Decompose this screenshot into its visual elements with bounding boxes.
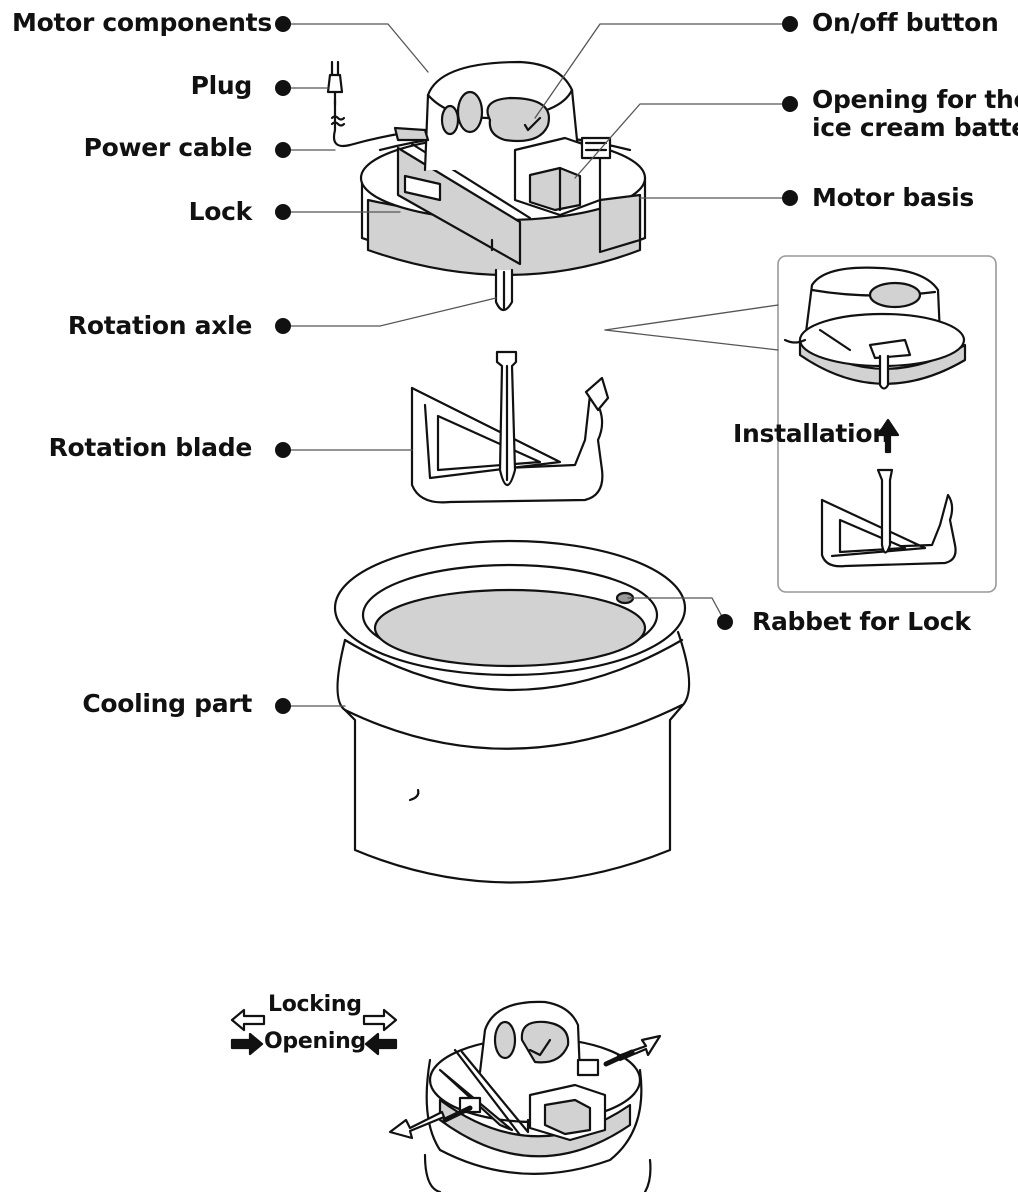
motor-unit	[326, 60, 647, 312]
leader-dots	[275, 16, 798, 714]
label-opening-for-batter: Opening for the ice cream batter	[812, 86, 1018, 141]
label-rabbet-for-lock: Rabbet for Lock	[752, 607, 971, 636]
rotation-blade	[410, 350, 610, 504]
cooling-part	[333, 539, 691, 884]
label-lock: Lock	[188, 197, 253, 226]
label-opening-line1: Opening for the	[812, 85, 1018, 114]
label-motor-basis: Motor basis	[812, 183, 975, 212]
installation-inset	[777, 255, 997, 593]
label-opening-line2: ice cream batter	[812, 112, 1018, 142]
label-rotation-blade: Rotation blade	[48, 433, 253, 462]
label-power-cable: Power cable	[83, 133, 253, 162]
label-on-off-button: On/off button	[812, 8, 999, 37]
label-installation: Installation	[733, 419, 890, 448]
label-locking: Locking	[268, 992, 362, 1017]
label-plug: Plug	[190, 71, 253, 100]
label-cooling-part: Cooling part	[82, 689, 252, 718]
label-rotation-axle: Rotation axle	[67, 311, 252, 340]
locking-detail	[230, 1000, 662, 1192]
label-opening: Opening	[264, 1029, 366, 1054]
label-motor-components: Motor components	[12, 8, 272, 37]
leader-lines	[282, 23, 791, 707]
